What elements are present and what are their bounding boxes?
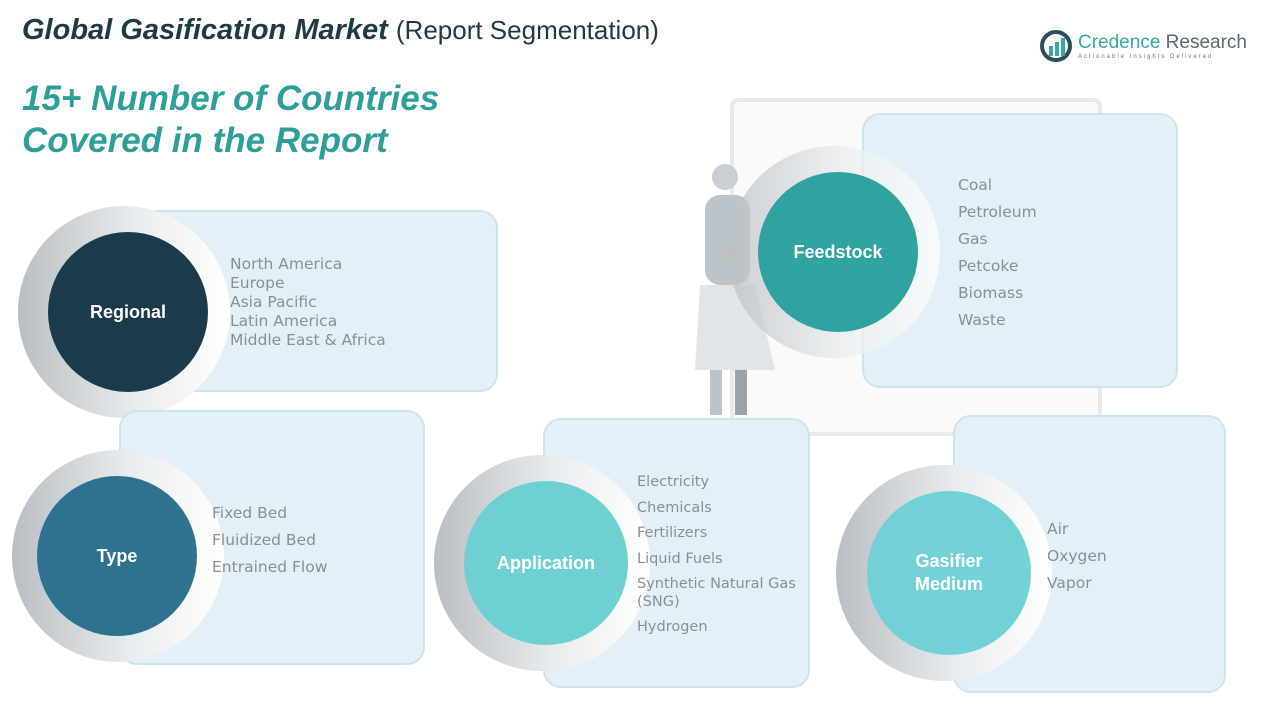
list-item: Waste — [958, 311, 1006, 329]
regional-circle: Regional — [48, 232, 208, 392]
list-item: Gas — [958, 230, 988, 248]
title-subtitle: (Report Segmentation) — [395, 15, 659, 45]
feedstock-label: Feedstock — [793, 241, 883, 262]
logo-icon — [1040, 30, 1072, 62]
list-item: Coal — [958, 176, 993, 194]
list-item: Chemicals — [637, 499, 712, 516]
type-label: Type — [96, 545, 138, 566]
list-item: Electricity — [637, 474, 710, 490]
regional-label: Regional — [89, 301, 166, 322]
list-item: Entrained Flow — [212, 558, 328, 576]
list-item: Vapor — [1047, 574, 1092, 592]
list-item: Biomass — [958, 284, 1024, 302]
list-item: Air — [1047, 520, 1069, 538]
brand-name-2: Research — [1160, 32, 1247, 53]
headline-line-1: 15+ Number of Countries — [22, 79, 440, 118]
page-title: Global Gasification Market (Report Segme… — [22, 14, 659, 47]
feedstock-circle: Feedstock — [758, 172, 918, 332]
list-item: Fixed Bed — [212, 504, 288, 522]
brand-name: Credence — [1078, 32, 1161, 53]
list-item: (SNG) — [637, 593, 680, 610]
list-item: North America — [230, 255, 343, 273]
list-item: Middle East & Africa — [230, 331, 386, 349]
list-item: Synthetic Natural Gas — [637, 576, 796, 592]
tagline: Actionable Insights Delivered — [1078, 54, 1214, 60]
type-circle: Type — [37, 476, 197, 636]
list-item: Oxygen — [1047, 547, 1107, 565]
application-label: Application — [497, 552, 595, 573]
list-item: Europe — [230, 274, 285, 292]
list-item: Petroleum — [958, 203, 1037, 221]
list-item: Liquid Fuels — [637, 550, 723, 567]
gasifier-label-2: Medium — [914, 574, 983, 594]
list-item: Fluidized Bed — [212, 531, 316, 549]
headline-line-2: Covered in the Report — [22, 121, 388, 160]
list-item: Asia Pacific — [230, 293, 317, 311]
list-item: Hydrogen — [637, 619, 708, 635]
application-circle: Application — [464, 481, 628, 645]
list-item: Petcoke — [958, 257, 1019, 275]
list-item: Fertilizers — [637, 525, 708, 541]
title-main: Global Gasification Market — [22, 14, 388, 46]
list-item: Latin America — [230, 312, 338, 330]
gasifier-label-1: Gasifier — [915, 551, 983, 571]
